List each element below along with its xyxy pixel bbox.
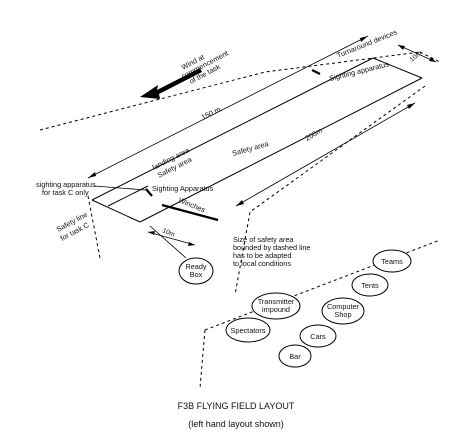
note-line2: bounded by dashed line: [233, 243, 311, 252]
sighting-c-label-line2: for task C only: [42, 188, 89, 197]
sighting-apparatus-label: Sighting Apparatus: [152, 184, 214, 193]
winches-label: Winches: [177, 196, 207, 215]
turnaround-end-line: [372, 57, 423, 79]
ready-box-leader: [149, 225, 187, 259]
facility-cars: Cars: [299, 324, 337, 348]
dim-10m-bottom-arrow-a: [148, 231, 155, 235]
caption-title: F3B FLYING FIELD LAYOUT: [178, 401, 295, 411]
sighting-c-leader: [93, 185, 147, 191]
dim-10m-bottom-label: 10m: [161, 227, 176, 238]
base-line-B: [139, 77, 423, 223]
svg-text:Spectators: Spectators: [231, 326, 266, 335]
dim-150m-label: 150 m: [200, 105, 222, 122]
note-line3: has to be adapted: [233, 251, 291, 260]
svg-text:Bar: Bar: [289, 352, 301, 361]
safety-area-label: Safety area: [231, 139, 270, 158]
facility-tents: Tents: [351, 273, 389, 297]
svg-text:impound: impound: [262, 305, 290, 314]
sighting-post-far: [311, 69, 321, 75]
dim-200m-line: [235, 102, 416, 207]
dim-150m-arrow-start: [88, 172, 96, 178]
sighting-top-label: Sighting apparatus: [328, 59, 390, 83]
facility-teams: Teams: [372, 249, 412, 273]
dashed-boundary-left: [87, 195, 101, 259]
dim-200m-arrow-end: [407, 103, 415, 109]
note-line1: Size of safety area: [233, 235, 294, 244]
facility-spectators: Spectators: [225, 317, 271, 343]
dashed-boundary-lower: [234, 85, 426, 296]
svg-text:Tents: Tents: [361, 281, 379, 290]
turnaround-label: Turnaround devices: [335, 27, 398, 60]
dim-150m-arrow-end: [360, 36, 368, 42]
dim-150m-line: [87, 35, 369, 179]
svg-text:Transmitter: Transmitter: [258, 297, 295, 306]
winches-bar: [161, 203, 219, 222]
svg-text:Ready: Ready: [185, 262, 206, 271]
dashed-boundary-right: [419, 51, 441, 63]
svg-text:Teams: Teams: [381, 257, 403, 266]
dim-10m-top-line: [397, 44, 437, 63]
note-line4: to local conditions: [233, 259, 291, 268]
dim-10m-top-label: 10m: [409, 50, 424, 64]
base-line-A: [91, 57, 374, 201]
facility-ready-box: Ready Box: [178, 257, 214, 285]
dim-10m-top-arrow-a: [398, 45, 405, 50]
wind-arrow-icon: [140, 68, 202, 99]
facility-computer-shop: Computer Shop: [321, 297, 365, 325]
dim-200m-label: 200m: [304, 126, 324, 143]
svg-text:Box: Box: [190, 270, 203, 279]
facility-transmitter-impound: Transmitter impound: [251, 292, 301, 320]
dim-10m-bottom-line: [147, 231, 196, 246]
safety-line-task-c: [91, 199, 141, 223]
caption-subtitle: (left hand layout shown): [188, 419, 284, 429]
dim-10m-bottom-arrow-b: [188, 242, 195, 246]
dashed-boundary-top: [39, 51, 421, 131]
dim-10m-top-arrow-b: [429, 57, 436, 62]
svg-text:Shop: Shop: [334, 310, 351, 319]
svg-text:Cars: Cars: [310, 332, 326, 341]
sighting-c-label-line1: sighting apparatus: [36, 180, 96, 189]
svg-text:Computer: Computer: [327, 302, 360, 311]
facility-bar: Bar: [278, 344, 312, 368]
sighting-post-near: [145, 188, 153, 197]
dashed-spectator-edge: [199, 329, 206, 389]
dim-200m-arrow-start: [236, 200, 244, 206]
